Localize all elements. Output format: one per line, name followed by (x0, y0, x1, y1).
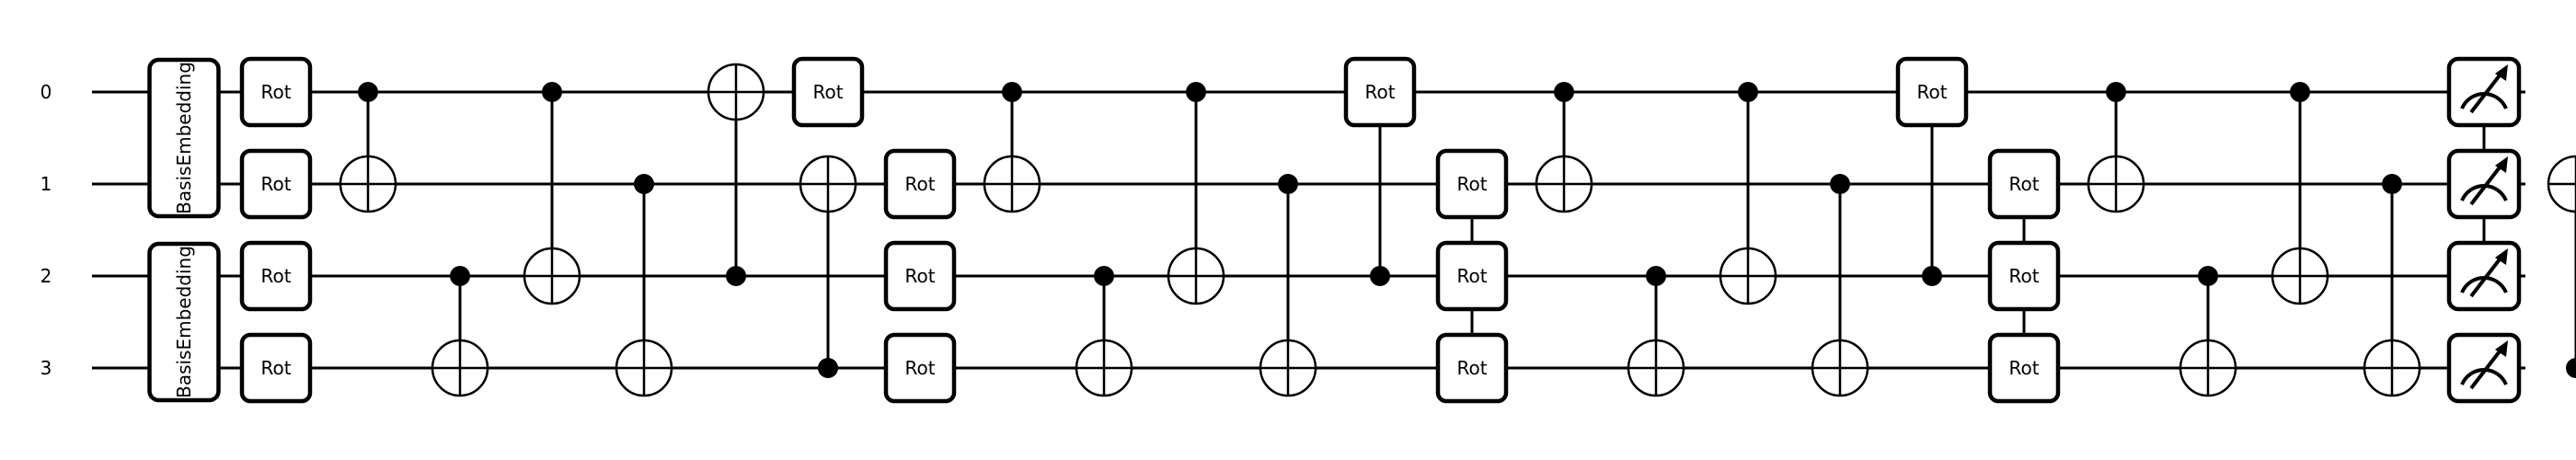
cnot-target (1811, 339, 1869, 397)
cnot-control-dot (450, 266, 470, 286)
wire-label-2: 2 (40, 265, 52, 287)
cnot-control-dot (1554, 82, 1574, 102)
wire-label-0: 0 (40, 81, 52, 103)
cnot-control-dot (1278, 174, 1298, 194)
rot-gate: Rot (1435, 332, 1509, 404)
cnot-target (2179, 339, 2237, 397)
measurement-meter-icon (2446, 56, 2522, 128)
cnot-target (1535, 155, 1593, 213)
basis-embedding-label: BasisEmbedding (173, 62, 195, 214)
cnot-target (615, 339, 673, 397)
rot-gate: Rot (883, 240, 957, 312)
cnot-target (339, 155, 397, 213)
basis-embedding-gate: BasisEmbedding (147, 241, 221, 403)
rot-gate-label: Rot (1456, 265, 1487, 287)
wire-label-1: 1 (40, 173, 52, 195)
rot-gate-label: Rot (2008, 265, 2039, 287)
gates-layer: BasisEmbeddingBasisEmbeddingRotRotRotRot… (147, 56, 2576, 404)
rot-gate: Rot (1343, 56, 1417, 128)
rot-gate-label: Rot (904, 265, 935, 287)
cnot-control-dot (818, 358, 838, 378)
cnot-target (2271, 247, 2329, 305)
measurement-meter-icon (2446, 148, 2522, 220)
cnot-control-dot (1830, 174, 1850, 194)
cnot-control-dot (634, 174, 654, 194)
cnot-control-dot (1002, 82, 1022, 102)
cnot-control-dot (1186, 82, 1206, 102)
cnot-target (523, 247, 581, 305)
cnot-control-dot (2198, 266, 2218, 286)
rot-gate: Rot (883, 148, 957, 220)
measurement-meter-icon (2446, 240, 2522, 312)
rot-gate: Rot (1987, 240, 2061, 312)
cnot-control-dot (358, 82, 378, 102)
cnot-control-dot (1922, 266, 1942, 286)
rot-gate: Rot (239, 56, 313, 128)
rot-gate: Rot (1987, 148, 2061, 220)
cnot-control-dot (1646, 266, 1666, 286)
rot-gate: Rot (883, 332, 957, 404)
measurement-meter-icon (2446, 332, 2522, 404)
basis-embedding-label: BasisEmbedding (173, 246, 195, 398)
rot-gate-label: Rot (1364, 81, 1395, 103)
rot-gate-label: Rot (1456, 173, 1487, 195)
rot-gate: Rot (1435, 240, 1509, 312)
cnot-control-dot (2290, 82, 2310, 102)
cnot-target (1259, 339, 1317, 397)
rot-gate-label: Rot (904, 357, 935, 379)
cnot-control-dot (2382, 174, 2402, 194)
cnot-control-dot (2566, 358, 2576, 378)
cnot-target (983, 155, 1041, 213)
cnot-control-dot (1094, 266, 1114, 286)
cnot-control-dot (726, 266, 746, 286)
wire-label-3: 3 (40, 357, 52, 379)
rot-gate: Rot (1987, 332, 2061, 404)
rot-gate-label: Rot (260, 357, 291, 379)
cnot-target (1075, 339, 1133, 397)
cnot-target (1719, 247, 1777, 305)
rot-gate-label: Rot (260, 81, 291, 103)
cnot-target (2363, 339, 2421, 397)
rot-gate: Rot (791, 56, 865, 128)
rot-gate: Rot (1895, 56, 1969, 128)
cnot-target (1167, 247, 1225, 305)
cnot-control-dot (542, 82, 562, 102)
rot-gate: Rot (239, 332, 313, 404)
rot-gate-label: Rot (2008, 357, 2039, 379)
wires-layer (92, 90, 2525, 370)
cnot-target (2547, 155, 2576, 213)
rot-gate-label: Rot (812, 81, 843, 103)
cnot-target (431, 339, 489, 397)
wire-labels: 0 1 2 3 (40, 81, 52, 379)
rot-gate-label: Rot (1456, 357, 1487, 379)
basis-embedding-gate: BasisEmbedding (147, 57, 221, 219)
cnot-control-dot (1370, 266, 1390, 286)
rot-gate: Rot (1435, 148, 1509, 220)
rot-gate-label: Rot (904, 173, 935, 195)
cnot-target (2087, 155, 2145, 213)
rot-gate: Rot (239, 240, 313, 312)
rot-gate-label: Rot (1916, 81, 1947, 103)
rot-gate-label: Rot (2008, 173, 2039, 195)
cnot-target (707, 63, 765, 121)
rot-gate-label: Rot (260, 173, 291, 195)
cnot-target (1627, 339, 1685, 397)
cnot-control-dot (2106, 82, 2126, 102)
rot-gate-label: Rot (260, 265, 291, 287)
cnot-target (799, 155, 857, 213)
cnot-control-dot (1738, 82, 1758, 102)
rot-gate: Rot (239, 148, 313, 220)
